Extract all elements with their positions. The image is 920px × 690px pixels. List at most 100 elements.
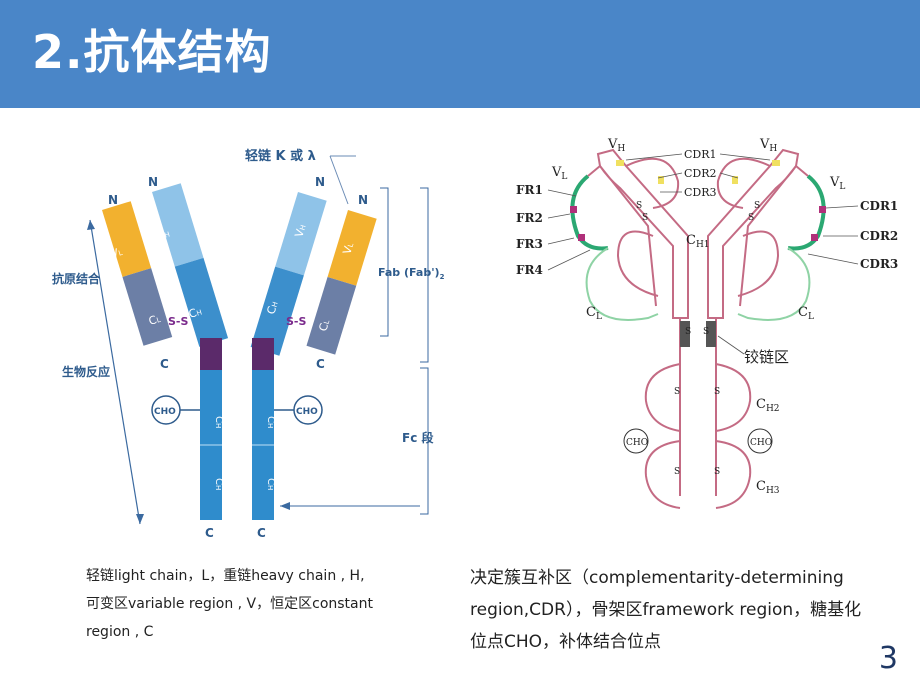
right-light-chain <box>306 210 377 355</box>
right-vl-loop <box>787 174 826 251</box>
fr2-label: FR2 <box>516 211 543 225</box>
cdr1-right-label: CDR1 <box>860 199 898 213</box>
s-mark-6: S <box>703 327 709 337</box>
right-ch2-loop <box>715 363 752 432</box>
left-caption-line-1: 轻链light chain，L，重链heavy chain , H, <box>86 568 365 584</box>
cdr1-center-label: CDR1 <box>684 148 717 161</box>
left-cho-circle <box>623 428 649 454</box>
right-vl-right-label: VL <box>829 175 845 192</box>
right-heavy-arm <box>707 148 800 319</box>
c-terminus-heavy-right: C <box>257 526 266 540</box>
left-ch1-loop <box>616 230 659 297</box>
right-vh-label: VH <box>292 223 308 239</box>
right-ch3-label: CH <box>265 478 276 490</box>
bio-reaction-arrow <box>89 219 141 525</box>
right-cho-label: CHO <box>750 438 772 448</box>
fc-bracket <box>420 367 429 515</box>
right-cho-label: CHO <box>296 407 318 417</box>
n-terminus-light-right: N <box>358 193 368 207</box>
cdr-mark-4 <box>732 176 738 184</box>
left-vh-loop <box>625 157 680 209</box>
s-mark-7: S <box>674 387 680 397</box>
cdr-mark-6 <box>578 234 585 241</box>
left-ch3-loop <box>644 440 681 509</box>
s-mark-5: S <box>685 327 691 337</box>
slide-title: 2.抗体结构 <box>32 25 272 79</box>
right-vh-right-label: VH <box>759 137 777 154</box>
right-vl-left-label: VL <box>551 165 567 182</box>
hinge-ss-bond-1: S-S <box>224 339 243 350</box>
left-caption-line-2: 可变区variable region , V，恒定区constant <box>86 596 373 612</box>
c-terminus-light-left: C <box>160 357 169 371</box>
cdr2-center-label: CDR2 <box>684 167 717 180</box>
s-mark-10: S <box>714 467 720 477</box>
cdr3-center-label: CDR3 <box>684 186 717 199</box>
left-cho-label: CHO <box>154 407 176 417</box>
left-cho-label: CHO <box>626 438 648 448</box>
right-ss-bond: S-S <box>286 315 306 328</box>
left-light-chain <box>102 201 173 346</box>
cl-right-label: CL <box>798 305 814 322</box>
n-terminus-light-left: N <box>108 193 118 207</box>
cdr3-right-label: CDR3 <box>860 257 898 271</box>
right-cl-loop <box>737 247 811 321</box>
right-heavy-chain <box>250 192 327 356</box>
fab-bracket <box>380 187 389 337</box>
left-caption: 轻链light chain，L，重链heavy chain , H, 可变区va… <box>86 562 416 646</box>
left-ch3-label: CH <box>213 478 224 490</box>
light-chain-label: 轻链 K 或 λ <box>245 148 316 164</box>
right-caption-line-3: 位点CHO，补体结合位点 <box>470 632 662 652</box>
right-cl-label: CL <box>316 318 332 333</box>
left-cl-label: CL <box>147 312 162 328</box>
fr1-label: FR1 <box>516 183 543 197</box>
ch2-label: CH2 <box>756 397 780 414</box>
bio-reaction-label: 生物反应 <box>62 364 110 379</box>
cdr2-right-label: CDR2 <box>860 229 898 243</box>
left-hinge <box>680 321 690 347</box>
right-caption-line-1: 决定簇互补区（complementarity-determining <box>470 568 844 588</box>
cdr-mark-1 <box>616 160 624 166</box>
c-terminus-light-right: C <box>316 357 325 371</box>
cdr-mark-3 <box>772 160 780 166</box>
left-ch2-loop <box>644 363 681 432</box>
left-heavy-arm <box>596 148 689 319</box>
left-ch2-label: CH <box>213 416 224 428</box>
left-caption-line-3: region , C <box>86 624 154 640</box>
right-vl-label: VL <box>340 241 356 256</box>
fc-label: Fc 段 <box>402 430 434 445</box>
right-caption: 决定簇互补区（complementarity-determining regio… <box>470 562 900 658</box>
right-ch1-loop <box>737 230 780 297</box>
left-cl-loop <box>585 247 659 321</box>
s-mark-8: S <box>714 387 720 397</box>
s-mark-3: S <box>754 201 760 211</box>
cdr-mark-7 <box>819 206 826 213</box>
right-ch2-label: CH <box>265 416 276 428</box>
fab-label: Fab (Fab')2 <box>378 266 445 281</box>
antibody-cdr-diagram: CHO CHO VH VH VL VL CDR1 CDR2 CDR3 CDR1 … <box>516 137 898 509</box>
left-heavy-chain <box>152 183 229 347</box>
fr3-label: FR3 <box>516 237 543 251</box>
right-light-strand <box>739 164 809 307</box>
left-ss-bond: S-S <box>168 315 188 328</box>
right-ch1-label: CH <box>264 300 280 316</box>
right-hinge <box>252 338 274 370</box>
hinge-label: 铰链区 <box>744 348 789 366</box>
light-chain-pointer-2 <box>329 155 349 205</box>
antigen-binding-label: 抗原结合 <box>52 271 101 286</box>
ch1-label: CH1 <box>686 233 710 250</box>
s-mark-1: S <box>636 201 642 211</box>
title-bar: 2.抗体结构 <box>0 0 920 108</box>
s-mark-4: S <box>748 213 754 223</box>
right-cho-circle <box>747 428 773 454</box>
left-vl-label: VL <box>109 245 124 261</box>
left-hinge <box>200 338 222 370</box>
fc-backbone <box>679 318 717 496</box>
antibody-domain-diagram: 轻链 K 或 λ VH VL CL CH VH CH VL CL CH CH C… <box>52 148 445 540</box>
right-ch3-loop <box>715 440 752 509</box>
fab-prime-bracket <box>420 187 429 363</box>
right-hinge <box>706 321 716 347</box>
ch3-label: CH3 <box>756 479 780 496</box>
s-mark-2: S <box>642 213 648 223</box>
s-mark-9: S <box>674 467 680 477</box>
page-number: 3 <box>878 641 898 676</box>
